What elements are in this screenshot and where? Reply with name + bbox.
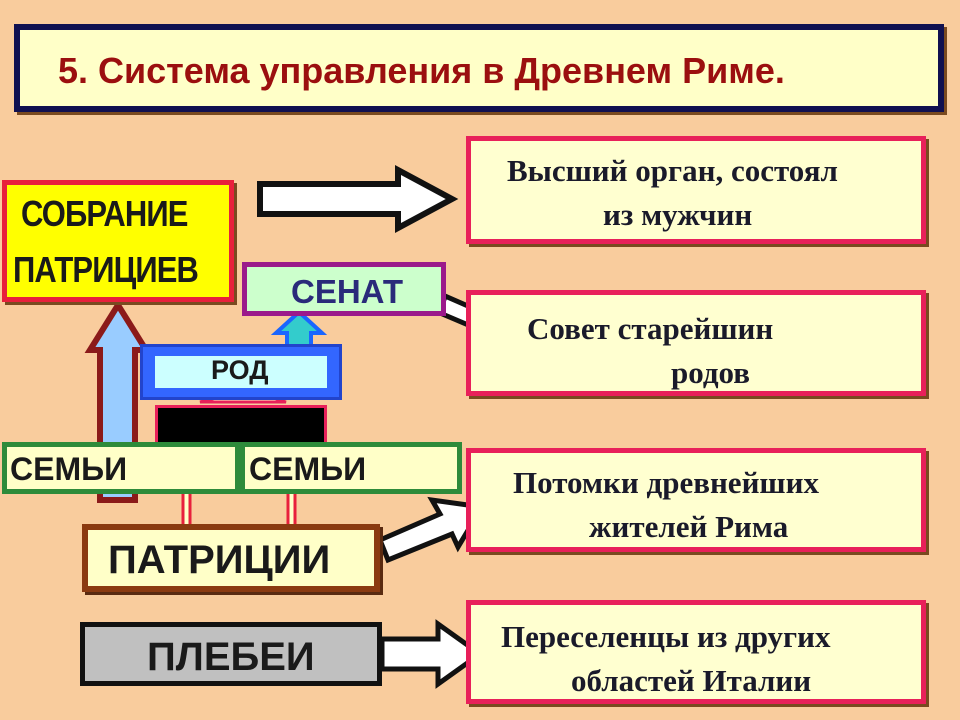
description-assembly-line1: Высший орган, состоял bbox=[507, 153, 838, 188]
family-box-right: СЕМЬИ bbox=[240, 442, 462, 494]
plebeians-box: ПЛЕБЕИ bbox=[80, 622, 382, 686]
description-senate-line1: Совет старейшин bbox=[527, 311, 774, 346]
arrow-right-assembly bbox=[257, 164, 459, 234]
description-patricians-line1: Потомки древнейших bbox=[513, 465, 819, 500]
pillar bbox=[181, 488, 192, 528]
assembly-box: СОБРАНИЕ ПАТРИЦИЕВ bbox=[2, 180, 234, 302]
family-label-left: СЕМЬИ bbox=[10, 451, 128, 487]
page-title: 5. Система управления в Древнем Риме. bbox=[58, 50, 785, 91]
patricians-label: ПАТРИЦИИ bbox=[108, 538, 331, 582]
description-assembly-line2: из мужчин bbox=[603, 197, 753, 232]
description-patricians: Потомки древнейших жителей Рима bbox=[466, 448, 926, 552]
description-patricians-line2: жителей Рима bbox=[589, 509, 789, 544]
description-plebeians: Переселенцы из других областей Италии bbox=[466, 600, 926, 704]
clan-label: РОД bbox=[211, 355, 269, 385]
plebeians-label: ПЛЕБЕИ bbox=[147, 635, 315, 679]
assembly-label-line2: ПАТРИЦИЕВ bbox=[13, 249, 199, 290]
senate-box: СЕНАТ bbox=[242, 262, 446, 316]
pillar bbox=[286, 488, 297, 528]
description-assembly: Высший орган, состоял из мужчин bbox=[466, 136, 926, 244]
patricians-box: ПАТРИЦИИ bbox=[82, 524, 380, 592]
description-senate-line2: родов bbox=[671, 355, 750, 390]
description-senate: Совет старейшин родов bbox=[466, 290, 926, 396]
description-plebeians-line1: Переселенцы из других bbox=[501, 619, 831, 654]
clan-box bbox=[140, 344, 342, 400]
title-frame bbox=[14, 24, 944, 112]
senate-label: СЕНАТ bbox=[291, 273, 404, 310]
arrow-right-plebeians bbox=[379, 619, 485, 689]
family-box-left: СЕМЬИ bbox=[2, 442, 240, 494]
family-label-right: СЕМЬИ bbox=[249, 451, 367, 487]
clan-base bbox=[155, 405, 327, 447]
assembly-label-line1: СОБРАНИЕ bbox=[21, 193, 188, 234]
description-plebeians-line2: областей Италии bbox=[571, 663, 812, 698]
